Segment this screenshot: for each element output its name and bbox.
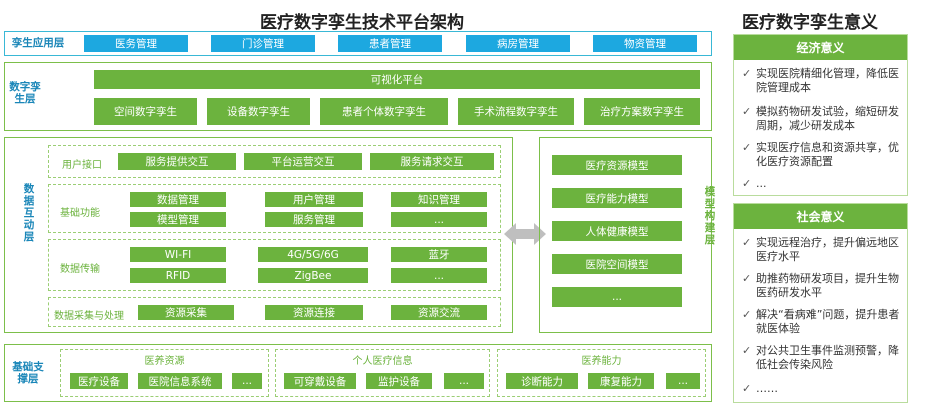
check-icon: ✓ — [742, 141, 752, 154]
economic-item: ✓实现医院精细化管理，降低医院管理成本 — [742, 67, 899, 94]
check-icon: ✓ — [742, 344, 752, 357]
user-interface-item[interactable]: 服务提供交互 — [118, 153, 236, 170]
collection-group — [48, 297, 501, 327]
twin-app-layer — [4, 31, 712, 56]
transmission-item[interactable]: ZigBee — [258, 268, 368, 283]
basic-function-item[interactable]: 服务管理 — [265, 212, 363, 227]
support-group-ability — [497, 349, 706, 397]
economic-item: ✓模拟药物研发试验，缩短研发周期，减少研发成本 — [742, 105, 899, 132]
digital-twin-label: 数字孪生层 — [9, 81, 41, 105]
social-item: ✓…… — [742, 382, 778, 395]
main-title: 医疗数字孪生技术平台架构 — [260, 13, 464, 33]
bidirectional-arrow-icon — [504, 223, 546, 245]
transmission-item[interactable]: WI-FI — [130, 247, 226, 262]
user-interface-group — [48, 145, 501, 178]
check-icon: ✓ — [742, 308, 752, 321]
digital-twin-item[interactable]: 手术流程数字孪生 — [458, 98, 574, 125]
collection-item[interactable]: 资源连接 — [265, 305, 363, 320]
support-item[interactable]: 医疗设备 — [70, 373, 128, 389]
twin-app-item[interactable]: 患者管理 — [338, 35, 442, 52]
twin-app-label: 孪生应用层 — [11, 37, 65, 49]
social-item: ✓对公共卫生事件监测预警，降低社会传染风险 — [742, 344, 899, 371]
digital-twin-item[interactable]: 患者个体数字孪生 — [320, 98, 448, 125]
basic-function-item[interactable]: 数据管理 — [130, 192, 226, 207]
support-group-title: 医养资源 — [144, 356, 185, 367]
basic-function-label: 基础功能 — [60, 208, 100, 219]
social-panel: 社会意义 ✓实现远程治疗，提升偏远地区医疗水平 ✓助推药物研发项目，提升生物医药… — [733, 203, 908, 403]
twin-app-item[interactable]: 物资管理 — [593, 35, 697, 52]
model-item[interactable]: 人体健康模型 — [552, 221, 682, 241]
economic-item: ✓... — [742, 177, 767, 190]
model-item[interactable]: 医疗资源模型 — [552, 155, 682, 175]
user-interface-item[interactable]: 平台运营交互 — [244, 153, 362, 170]
social-item: ✓助推药物研发项目，提升生物医药研发水平 — [742, 272, 899, 299]
model-item[interactable]: ... — [552, 287, 682, 307]
support-group-personal — [275, 349, 490, 397]
collection-item[interactable]: 资源交流 — [391, 305, 487, 320]
side-title: 医疗数字孪生意义 — [742, 13, 878, 33]
check-icon: ✓ — [742, 272, 752, 285]
support-layer — [4, 344, 712, 402]
basic-function-group — [48, 184, 501, 233]
user-interface-item[interactable]: 服务请求交互 — [370, 153, 494, 170]
support-item[interactable]: ... — [444, 373, 484, 389]
data-interaction-label: 数据互动层 — [23, 183, 35, 243]
support-item[interactable]: 医院信息系统 — [138, 373, 222, 389]
digital-twin-item[interactable]: 治疗方案数字孪生 — [584, 98, 700, 125]
transmission-item[interactable]: RFID — [130, 268, 226, 283]
basic-function-item[interactable]: 知识管理 — [391, 192, 487, 207]
visualization-platform[interactable]: 可视化平台 — [94, 70, 700, 89]
model-item[interactable]: 医院空间模型 — [552, 254, 682, 274]
economic-panel: 经济意义 ✓实现医院精细化管理，降低医院管理成本 ✓模拟药物研发试验，缩短研发周… — [733, 34, 908, 196]
model-layer — [539, 137, 712, 333]
support-label: 基础支撑层 — [12, 361, 44, 385]
digital-twin-item[interactable]: 设备数字孪生 — [207, 98, 310, 125]
check-icon: ✓ — [742, 236, 752, 249]
support-item[interactable]: 康复能力 — [588, 373, 654, 389]
check-icon: ✓ — [742, 105, 752, 118]
transmission-label: 数据传输 — [60, 264, 100, 275]
digital-twin-item[interactable]: 空间数字孪生 — [94, 98, 197, 125]
transmission-group — [48, 239, 501, 291]
digital-twin-layer — [4, 62, 712, 131]
transmission-item[interactable]: ... — [391, 268, 487, 283]
support-group-resources — [60, 349, 269, 397]
check-icon: ✓ — [742, 177, 752, 190]
twin-app-item[interactable]: 门诊管理 — [211, 35, 315, 52]
twin-app-item[interactable]: 病房管理 — [466, 35, 570, 52]
collection-item[interactable]: 资源采集 — [138, 305, 234, 320]
basic-function-item[interactable]: 用户管理 — [265, 192, 363, 207]
support-item[interactable]: 诊断能力 — [506, 373, 578, 389]
economic-item: ✓实现医疗信息和资源共享，优化医疗资源配置 — [742, 141, 899, 168]
collection-label: 数据采集与处理 — [54, 311, 124, 322]
social-item: ✓解决“看病难”问题，提升患者就医体验 — [742, 308, 900, 335]
support-item[interactable]: 监护设备 — [366, 373, 432, 389]
transmission-item[interactable]: 4G/5G/6G — [258, 247, 368, 262]
user-interface-label: 用户接口 — [62, 160, 102, 171]
model-item[interactable]: 医疗能力模型 — [552, 188, 682, 208]
transmission-item[interactable]: 蓝牙 — [391, 247, 487, 262]
social-item: ✓实现远程治疗，提升偏远地区医疗水平 — [742, 236, 899, 263]
twin-app-item[interactable]: 医务管理 — [84, 35, 188, 52]
check-icon: ✓ — [742, 67, 752, 80]
support-group-title: 个人医疗信息 — [352, 356, 413, 367]
economic-title: 经济意义 — [734, 35, 907, 60]
support-item[interactable]: ... — [232, 373, 262, 389]
social-title: 社会意义 — [734, 204, 907, 229]
check-icon: ✓ — [742, 382, 752, 395]
support-item[interactable]: 可穿戴设备 — [284, 373, 356, 389]
support-group-title: 医养能力 — [581, 356, 622, 367]
support-item[interactable]: ... — [666, 373, 700, 389]
model-label: 模型构建层 — [704, 186, 716, 246]
basic-function-item[interactable]: 模型管理 — [130, 212, 226, 227]
basic-function-item[interactable]: ... — [391, 212, 487, 227]
